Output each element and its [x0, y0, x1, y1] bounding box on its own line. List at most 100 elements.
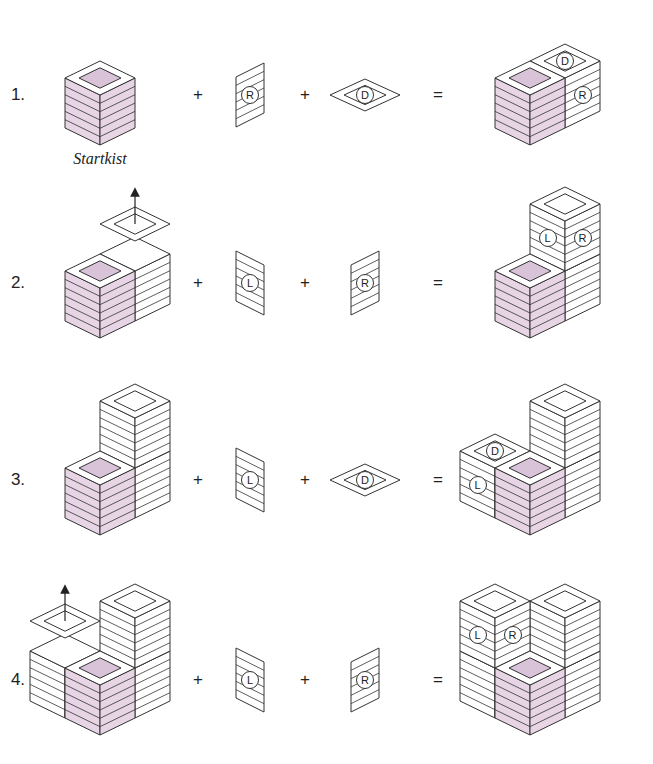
board-line — [495, 710, 530, 727]
top-face — [65, 61, 135, 95]
board-line — [100, 693, 135, 710]
face-letter-circle: R — [504, 626, 522, 644]
top-face — [330, 79, 400, 111]
lid-panel — [474, 441, 516, 461]
board-line — [565, 643, 600, 660]
board-line — [135, 296, 170, 313]
board-line — [135, 426, 170, 443]
board-line — [565, 676, 600, 693]
step-number: 1. — [11, 85, 25, 105]
board-line — [530, 634, 565, 651]
top-face — [495, 61, 565, 95]
face-letter-circle: R — [356, 671, 374, 689]
board-line — [565, 618, 600, 635]
board-line — [351, 259, 379, 273]
equals-sign: = — [433, 85, 443, 105]
board-line — [530, 103, 565, 120]
board-line — [30, 693, 65, 710]
face-letter-circle: R — [356, 274, 374, 292]
face-letter: R — [361, 674, 369, 686]
step-number: 4. — [11, 670, 25, 690]
board-line — [565, 626, 600, 643]
board-line — [135, 418, 170, 435]
board-line — [351, 656, 379, 670]
side-face — [351, 251, 379, 315]
board-line — [65, 296, 100, 313]
board-line — [100, 626, 135, 643]
board-line — [565, 103, 600, 120]
lid-panel — [344, 85, 386, 104]
face-letter: L — [474, 629, 480, 641]
board-line — [495, 685, 530, 702]
plus-sign: + — [193, 273, 203, 293]
top-face — [530, 187, 600, 221]
board-line — [530, 304, 565, 321]
board-line — [135, 626, 170, 643]
board-line — [530, 95, 565, 112]
board-line — [135, 618, 170, 635]
board-line — [530, 501, 565, 518]
side-face — [236, 448, 264, 512]
board-line — [530, 485, 565, 502]
board-line — [495, 296, 530, 313]
board-line — [65, 701, 100, 718]
board-line — [100, 120, 135, 137]
board-line — [565, 86, 600, 103]
board-line — [565, 418, 600, 435]
board-line — [565, 287, 600, 304]
face-letter-circle: L — [469, 626, 487, 644]
board-line — [65, 485, 100, 502]
board-line — [100, 296, 135, 313]
board-line — [565, 443, 600, 460]
board-line — [530, 626, 565, 643]
equals-sign: = — [433, 470, 443, 490]
board-line — [135, 634, 170, 651]
board-line — [530, 693, 565, 710]
board-line — [100, 111, 135, 128]
board-line — [100, 418, 135, 435]
board-line — [30, 676, 65, 693]
board-line — [495, 103, 530, 120]
top-face — [495, 651, 565, 685]
board-line — [530, 288, 565, 305]
board-line — [495, 313, 530, 330]
step-number: 2. — [11, 273, 25, 293]
face-letter: D — [361, 474, 369, 486]
board-line — [65, 493, 100, 510]
board-line — [565, 493, 600, 510]
board-line — [100, 618, 135, 635]
board-line — [135, 434, 170, 451]
face-letter: D — [491, 445, 499, 457]
board-line — [100, 701, 135, 718]
face-letter-circle: D — [486, 442, 504, 460]
board-line — [135, 287, 170, 304]
board-line — [135, 271, 170, 288]
board-line — [495, 485, 530, 502]
board-line — [65, 501, 100, 518]
board-line — [530, 426, 565, 443]
board-line — [100, 434, 135, 451]
board-line — [565, 279, 600, 296]
board-line — [135, 468, 170, 485]
face-letter-circle: R — [574, 86, 592, 104]
top-face — [530, 384, 600, 418]
lid-panel — [509, 458, 551, 478]
board-line — [100, 288, 135, 305]
top-face — [100, 384, 170, 418]
board-line — [236, 456, 264, 470]
board-line — [135, 493, 170, 510]
board-line — [565, 468, 600, 485]
board-line — [530, 685, 565, 702]
board-line — [495, 288, 530, 305]
start-caption: Startkist — [73, 150, 126, 168]
board-line — [236, 656, 264, 670]
board-line — [495, 304, 530, 321]
face-letter: R — [509, 629, 517, 641]
face-letter-circle: L — [469, 476, 487, 494]
board-line — [100, 95, 135, 112]
lid-panel — [509, 68, 551, 88]
face-letter-circle: L — [241, 274, 259, 292]
board-line — [100, 501, 135, 518]
face-letter-circle: R — [574, 229, 592, 247]
